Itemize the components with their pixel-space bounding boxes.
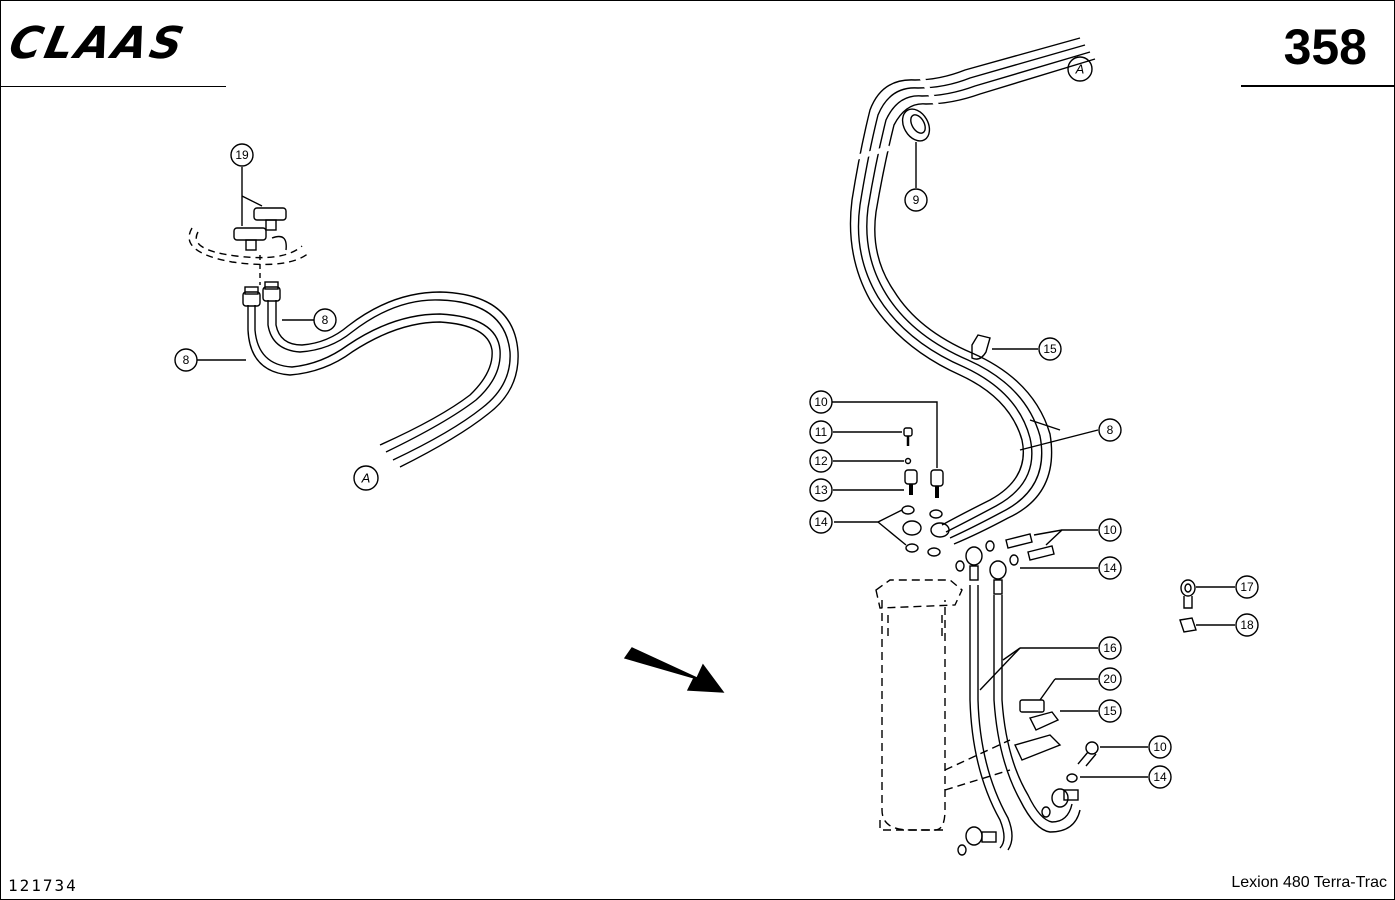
connector-a-right: A: [1067, 56, 1093, 82]
svg-text:16: 16: [1103, 641, 1117, 655]
callout-10: 10: [1148, 735, 1172, 759]
page-number-underline: [1241, 85, 1395, 87]
callout-11: 11: [809, 420, 833, 444]
callout-16: 16: [1098, 636, 1122, 660]
callout-10: 10: [809, 390, 833, 414]
svg-text:14: 14: [814, 515, 828, 529]
callout-20: 20: [1098, 667, 1122, 691]
callout-12: 12: [809, 449, 833, 473]
callout-17: 17: [1235, 575, 1259, 599]
svg-text:15: 15: [1043, 342, 1057, 356]
svg-text:15: 15: [1103, 704, 1117, 718]
svg-text:8: 8: [1107, 423, 1114, 437]
callout-10: 10: [1098, 518, 1122, 542]
svg-text:13: 13: [814, 483, 828, 497]
svg-text:12: 12: [814, 454, 828, 468]
connector-a-left: A: [353, 465, 379, 491]
connector-refs: A A: [353, 56, 1093, 491]
right-hose-assembly: [832, 37, 1099, 595]
svg-text:10: 10: [814, 395, 828, 409]
callout-14: 14: [809, 510, 833, 534]
callout-bubbles: 19 8 8 9 15 10 11 12 13 8 14 10 14 17 18…: [174, 143, 1259, 789]
left-hose-assembly: [188, 167, 519, 468]
svg-text:A: A: [361, 471, 371, 486]
filter-housing: [875, 579, 1011, 831]
svg-text:A: A: [1075, 62, 1085, 77]
svg-text:17: 17: [1240, 580, 1254, 594]
document-number: 121734: [8, 876, 78, 895]
brand-underline: [0, 86, 226, 87]
callout-15: 15: [1038, 337, 1062, 361]
fittings-17-18: [1179, 579, 1235, 633]
svg-text:11: 11: [815, 425, 828, 439]
callout-8: 8: [282, 308, 337, 332]
callout-18: 18: [1235, 613, 1259, 637]
callout-15: 15: [1098, 699, 1122, 723]
svg-text:19: 19: [235, 148, 249, 162]
callout-13: 13: [809, 478, 833, 502]
model-name: Lexion 480 Terra-Trac: [1231, 874, 1387, 891]
direction-arrow: [623, 647, 725, 693]
page-number: 358: [1283, 19, 1367, 75]
callout-14: 14: [1098, 556, 1122, 580]
callout-19: 19: [230, 143, 254, 167]
svg-text:8: 8: [322, 313, 329, 327]
svg-text:14: 14: [1103, 561, 1117, 575]
svg-text:10: 10: [1103, 523, 1117, 537]
svg-text:14: 14: [1153, 770, 1167, 784]
svg-text:10: 10: [1153, 740, 1167, 754]
svg-text:20: 20: [1103, 672, 1117, 686]
callout-14: 14: [1148, 765, 1172, 789]
callout-8: 8: [1098, 418, 1122, 442]
svg-text:9: 9: [913, 193, 920, 207]
return-hoses: [957, 585, 1148, 856]
callout-8: 8: [174, 348, 246, 372]
svg-text:18: 18: [1240, 618, 1254, 632]
callout-9: 9: [904, 188, 928, 212]
svg-text:8: 8: [183, 353, 190, 367]
